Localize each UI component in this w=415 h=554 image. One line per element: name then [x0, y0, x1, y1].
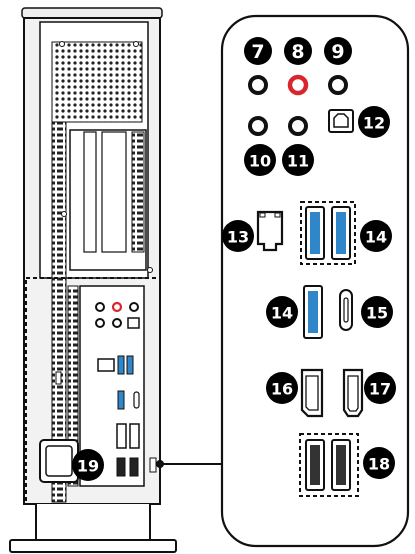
expansion-slot-cover-2	[101, 131, 127, 253]
callout-badge	[324, 37, 352, 65]
audio-jack-icon	[328, 75, 348, 95]
callout-label: 11	[287, 152, 309, 171]
callout-badge	[363, 447, 395, 479]
io-shield-vent	[67, 285, 79, 487]
usb-a-black-tongue	[310, 445, 320, 485]
mini-audio-port-icon	[112, 318, 122, 328]
usb-black-pair-highlight	[299, 433, 359, 497]
screw-icon	[147, 267, 153, 273]
expansion-slot-cover-1	[83, 131, 97, 253]
mini-usb-a-black-icon	[116, 457, 126, 477]
usb-a-blue-tongue	[336, 212, 346, 254]
optical-spdif-shape	[333, 113, 349, 128]
mini-usb-c-icon	[133, 391, 140, 409]
chassis-latch	[149, 457, 157, 473]
audio-jack-icon	[248, 116, 268, 136]
callout-badge	[244, 144, 276, 176]
callout-7: 7	[244, 37, 272, 65]
pc-tower	[9, 7, 177, 553]
callout-badge	[284, 37, 312, 65]
callout-label: 18	[368, 455, 390, 474]
usb-a-black-tongue	[336, 445, 346, 485]
callout-14-pair: 14	[360, 220, 392, 252]
tower-stand	[35, 504, 151, 541]
hdmi-inner	[347, 375, 359, 412]
callout-label: 8	[291, 41, 304, 63]
callout-badge	[360, 220, 392, 252]
mini-usb-a-blue-icon	[117, 390, 125, 410]
callout-19: 19	[72, 449, 104, 481]
usb-c-tongue	[343, 297, 349, 323]
callout-badge	[266, 372, 298, 404]
callout-14-single: 14	[266, 296, 298, 328]
callout-label: 10	[249, 152, 271, 171]
lan-led-icon	[259, 212, 266, 218]
power-inlet-socket	[45, 445, 73, 477]
callout-label: 9	[331, 41, 344, 63]
mini-audio-port-icon	[95, 318, 105, 328]
callout-13: 13	[222, 220, 254, 252]
callout-label: 16	[271, 380, 293, 399]
tower-top-cap	[21, 7, 163, 19]
audio-jack-icon	[288, 116, 308, 136]
displayport-inner	[305, 375, 319, 411]
callout-badge	[282, 144, 314, 176]
callout-16: 16	[266, 372, 298, 404]
usb-a-blue-tongue	[310, 212, 320, 254]
mini-usb-a-blue-icon	[126, 355, 134, 375]
lan-led-icon	[274, 212, 281, 218]
mini-displayport-icon	[116, 423, 127, 449]
mini-optical-port-icon	[127, 317, 140, 329]
callout-label: 7	[251, 41, 264, 63]
callout-badge	[244, 37, 272, 65]
usb-a-blue-tongue	[308, 291, 318, 333]
callout-badge	[358, 106, 390, 138]
zoom-connector-dot	[156, 460, 164, 468]
audio-jack-red-icon	[287, 74, 309, 96]
mini-audio-port-icon	[129, 302, 139, 312]
expansion-slot-vent	[131, 131, 145, 253]
callout-badge	[364, 372, 396, 404]
top-vent-grid	[51, 41, 143, 123]
callout-11: 11	[282, 144, 314, 176]
mini-usb-a-blue-icon	[117, 355, 125, 375]
callout-15: 15	[361, 296, 393, 328]
callout-label: 19	[77, 457, 99, 476]
callout-label: 14	[365, 228, 387, 247]
mini-usb-a-black-icon	[129, 457, 139, 477]
callout-9: 9	[324, 37, 352, 65]
callout-label: 12	[363, 114, 385, 133]
tower-stand-base	[9, 539, 177, 553]
mini-hdmi-icon	[129, 423, 140, 449]
callout-8: 8	[284, 37, 312, 65]
chassis-latch	[55, 371, 62, 385]
callout-label: 13	[227, 228, 249, 247]
mini-lan-port-icon	[97, 358, 115, 372]
callout-12: 12	[358, 106, 390, 138]
lan-port-icon	[256, 210, 284, 252]
callout-badge	[222, 220, 254, 252]
callout-label: 17	[369, 380, 391, 399]
callout-badge	[266, 296, 298, 328]
callout-badge	[72, 449, 104, 481]
mini-audio-port-red-icon	[111, 301, 123, 313]
mini-audio-port-icon	[95, 302, 105, 312]
callout-17: 17	[364, 372, 396, 404]
usb-pair-highlight	[300, 201, 356, 265]
screw-icon	[59, 41, 65, 47]
callout-10: 10	[244, 144, 276, 176]
callout-label: 14	[271, 304, 293, 323]
callout-label: 15	[366, 304, 388, 323]
side-vent-strip	[51, 121, 67, 503]
callout-18: 18	[363, 447, 395, 479]
screw-icon	[61, 211, 67, 217]
screw-icon	[133, 41, 139, 47]
audio-jack-icon	[248, 75, 268, 95]
callout-badge	[361, 296, 393, 328]
